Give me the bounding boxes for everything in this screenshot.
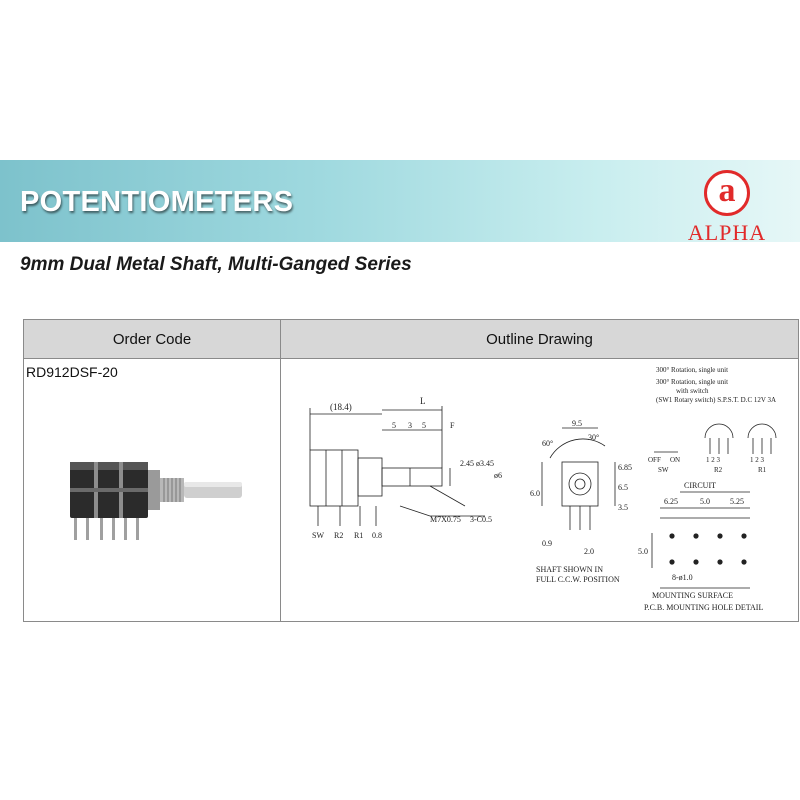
header-order-code: Order Code	[23, 319, 281, 359]
pin-label-0-8: 0.8	[372, 531, 382, 540]
front-view-body	[561, 461, 599, 507]
dim-chamfer: 3-C0.5	[470, 515, 492, 524]
dim-9-5: 9.5	[572, 419, 582, 428]
dim-5a: 5	[392, 421, 396, 430]
page-title: POTENTIOMETERS	[20, 186, 294, 218]
pin-label-r2: R2	[334, 531, 343, 540]
header-banner	[0, 160, 800, 242]
dim-6-25: 6.25	[664, 497, 678, 506]
pcb-holes	[669, 533, 747, 565]
solder-pins	[74, 518, 139, 540]
dim-0-9: 0.9	[542, 539, 552, 548]
side-view-bushing	[357, 457, 383, 497]
dim-3-45: ø3.45	[476, 459, 494, 468]
note-shaft-line2: FULL C.C.W. POSITION	[536, 575, 620, 584]
outline-drawing-cell: (18.4) L 5 3 5 F 2.45 ø3.45 ø6 6.0 M7X0.…	[280, 358, 799, 622]
outline-drawing: (18.4) L 5 3 5 F 2.45 ø3.45 ø6 6.0 M7X0.…	[309, 366, 777, 612]
circuit-pins-r1: 1 2 3	[750, 456, 765, 464]
alpha-logo: a ALPHA	[672, 170, 782, 260]
dim-6a: ø6	[494, 471, 502, 480]
circuit-pins-r2: 1 2 3	[706, 456, 721, 464]
circuit-title: CIRCUIT	[684, 481, 716, 490]
order-code-cell: RD912DSF-20	[23, 358, 281, 622]
threaded-bushing	[160, 478, 184, 502]
metal-shaft	[184, 482, 242, 498]
note-mounting-surface: MOUNTING SURFACE	[652, 591, 733, 600]
dim-L: L	[420, 396, 426, 406]
dim-2-45: 2.45	[460, 459, 474, 468]
logo-letter: a	[718, 172, 736, 209]
side-view-shaft	[381, 467, 443, 487]
logo-mark: a	[704, 170, 750, 216]
potentiometer-body	[70, 462, 160, 518]
note-pcb-hole-detail: P.C.B. MOUNTING HOLE DETAIL	[644, 603, 763, 612]
side-view-body	[309, 449, 359, 507]
subtitle-band	[0, 242, 800, 282]
dim-angle-30: 30°	[588, 433, 599, 442]
page-subtitle: 9mm Dual Metal Shaft, Multi-Ganged Serie…	[20, 254, 412, 275]
product-photo	[70, 462, 242, 540]
dim-F: F	[450, 421, 455, 430]
circuit-r1	[747, 423, 777, 439]
header-outline-drawing: Outline Drawing	[280, 319, 799, 359]
note-with-switch: with switch	[676, 387, 709, 395]
dim-3-5: 3.5	[618, 503, 628, 512]
dim-6-0: 6.0	[530, 489, 540, 498]
pin-label-r1: R1	[354, 531, 363, 540]
dim-5-0-vertical: 5.0	[638, 547, 648, 556]
dim-5-0: 5.0	[700, 497, 710, 506]
circuit-off: OFF	[648, 456, 661, 464]
circuit-r1-label: R1	[758, 466, 767, 474]
dim-angle-60: 60°	[542, 439, 553, 448]
dim-6-85: 6.85	[618, 463, 632, 472]
logo-name: ALPHA	[687, 220, 767, 245]
dim-5b: 5	[422, 421, 426, 430]
dim-3: 3	[408, 421, 412, 430]
front-view-shaft	[568, 472, 592, 496]
dim-18-4: (18.4)	[330, 402, 352, 412]
pin-label-sw: SW	[312, 531, 324, 540]
circuit-sw-label: SW	[658, 466, 669, 474]
circuit-r2-label: R2	[714, 466, 723, 474]
circuit-on: ON	[670, 456, 680, 464]
circuit-r2	[704, 423, 734, 439]
dim-hole-size: 8-ø1.0	[672, 573, 693, 582]
note-rotation-switch: 300° Rotation, single unit	[656, 378, 728, 386]
dim-thread: M7X0.75	[430, 515, 461, 524]
note-switch-rating: (SW1 Rotary switch) S.P.S.T. D.C 12V 3A	[656, 396, 776, 404]
dim-6-5: 6.5	[618, 483, 628, 492]
dim-2-0: 2.0	[584, 547, 594, 556]
order-code: RD912DSF-20	[26, 364, 118, 380]
note-rotation-single: 300° Rotation, single unit	[656, 366, 728, 374]
note-shaft-line1: SHAFT SHOWN IN	[536, 565, 603, 574]
product-table: Order Code Outline Drawing RD912DSF-20	[23, 319, 799, 622]
dim-5-25: 5.25	[730, 497, 744, 506]
